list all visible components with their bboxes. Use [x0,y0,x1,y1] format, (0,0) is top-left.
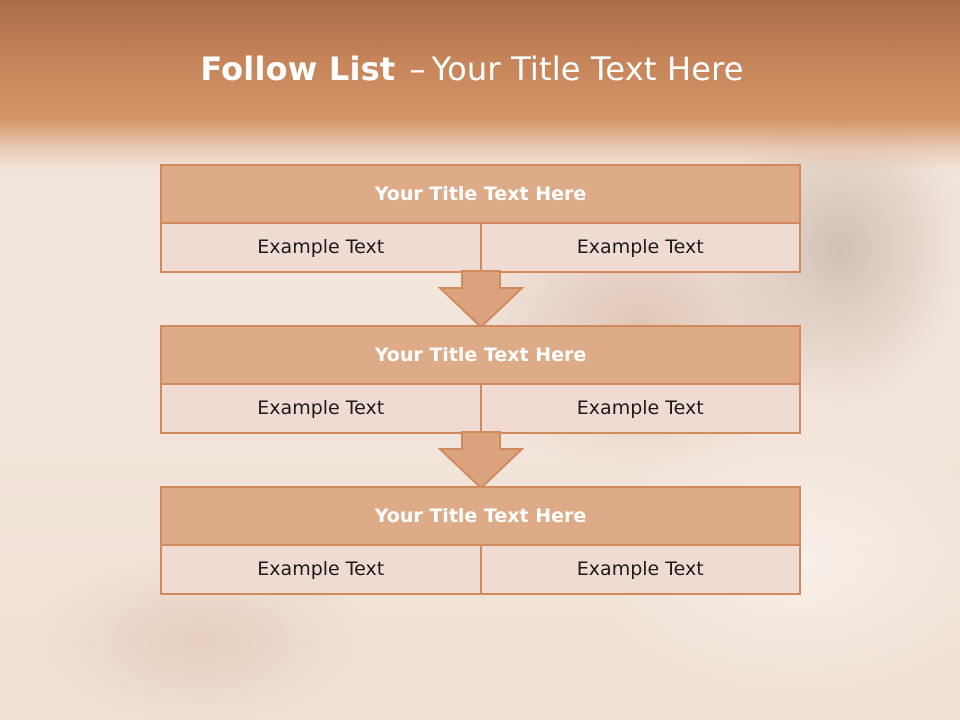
step-block-title: Your Title Text Here [162,166,799,224]
slide-title-separator: – [409,50,426,88]
step-block-row: Example Text Example Text [162,546,799,593]
step-block-2: Your Title Text Here Example Text Exampl… [160,325,801,434]
step-block-cell-right: Example Text [479,546,799,593]
step-block-1: Your Title Text Here Example Text Exampl… [160,164,801,273]
step-block-cell-left: Example Text [162,224,480,271]
slide-title-bold: Follow List [200,50,396,88]
step-block-cell-left: Example Text [162,546,480,593]
step-block-3: Your Title Text Here Example Text Exampl… [160,486,801,595]
header-band [0,0,960,170]
step-block-cell-right: Example Text [479,385,799,432]
slide-title-rest: Your Title Text Here [431,50,744,88]
step-block-cell-left: Example Text [162,385,480,432]
step-block-row: Example Text Example Text [162,224,799,271]
down-arrow-icon [438,270,524,328]
step-block-cell-right: Example Text [479,224,799,271]
slide-title: Follow List–Your Title Text Here [0,50,944,88]
step-block-title: Your Title Text Here [162,488,799,546]
step-block-row: Example Text Example Text [162,385,799,432]
step-block-title: Your Title Text Here [162,327,799,385]
down-arrow-icon [438,431,524,489]
